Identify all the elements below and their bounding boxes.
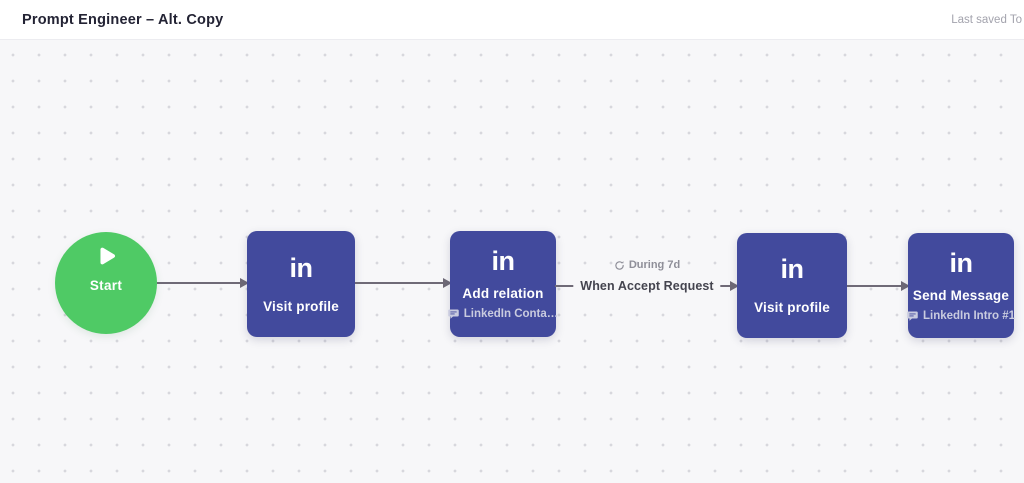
edge-start-to-visit <box>157 277 249 289</box>
workflow-canvas[interactable]: Start in Visit profile in Add relation L <box>0 40 1024 483</box>
node-subtitle: LinkedIn Conta… <box>447 308 559 320</box>
node-add-relation[interactable]: in Add relation LinkedIn Conta… <box>447 231 559 337</box>
linkedin-icon: in <box>780 254 805 284</box>
edge-during-label: During 7d <box>555 258 739 272</box>
arrowhead-icon <box>730 281 739 291</box>
node-title: Add relation <box>462 286 544 301</box>
linkedin-icon: in <box>949 247 974 278</box>
linkedin-icon: in <box>289 252 314 283</box>
top-bar: Prompt Engineer – Alt. Copy Last saved T… <box>0 0 1024 40</box>
arrowhead-icon <box>901 281 910 291</box>
node-title: Visit profile <box>754 300 830 315</box>
refresh-icon <box>614 260 625 271</box>
message-icon <box>447 309 459 319</box>
node-visit-profile-2[interactable]: in Visit profile <box>737 233 847 338</box>
node-title: Visit profile <box>263 298 339 314</box>
edge-visit-to-send <box>847 280 910 292</box>
node-subtitle-text: LinkedIn Conta… <box>463 308 559 320</box>
campaign-title[interactable]: Prompt Engineer – Alt. Copy <box>22 11 224 28</box>
node-title: Send Message <box>912 287 1010 303</box>
edge-line <box>355 282 443 284</box>
message-icon <box>907 311 918 321</box>
edge-line <box>847 285 901 287</box>
arrowhead-icon <box>240 278 249 288</box>
edge-line <box>157 282 240 284</box>
node-send-message[interactable]: in Send Message LinkedIn Intro #1 <box>907 233 1015 338</box>
arrowhead-icon <box>443 278 452 288</box>
edge-during-text: During 7d <box>628 259 681 271</box>
start-node[interactable]: Start <box>55 232 157 334</box>
edge-condition-label: When Accept Request <box>573 279 721 293</box>
play-icon <box>93 243 119 269</box>
start-node-label: Start <box>89 278 123 293</box>
last-saved-status: Last saved To <box>951 13 1022 26</box>
edge-accept-request: During 7d When Accept Request <box>555 258 739 293</box>
node-subtitle: LinkedIn Intro #1 <box>907 310 1015 322</box>
linkedin-icon: in <box>491 246 516 276</box>
node-visit-profile-1[interactable]: in Visit profile <box>247 231 355 337</box>
node-subtitle-text: LinkedIn Intro #1 <box>923 309 1016 322</box>
edge-visit-to-add <box>355 277 452 289</box>
